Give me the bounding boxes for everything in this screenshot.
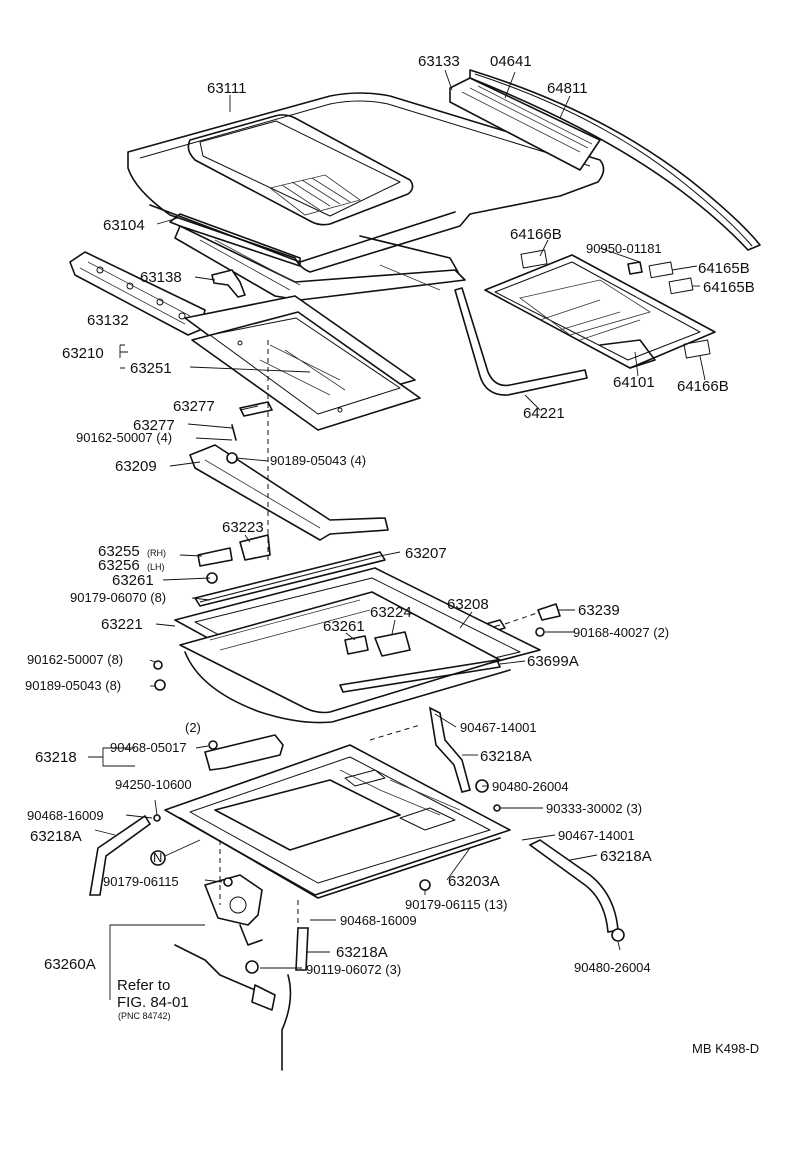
label-63251: 63251 — [130, 360, 172, 377]
label-64811: 64811 — [547, 80, 588, 97]
drive-motor — [174, 874, 276, 1011]
label-90468-16009-left: 90468-16009 — [27, 808, 104, 823]
label-04641: 04641 — [490, 53, 532, 70]
label-63223: 63223 — [222, 519, 264, 536]
label-90189-05043-4: 90189-05043 (4) — [270, 453, 366, 468]
label-90179-06115-13: 90179-06115 (13) — [405, 897, 507, 912]
label-63132: 63132 — [87, 312, 129, 329]
label-pnc-84742: (PNC 84742) — [118, 1011, 171, 1021]
label-qty-2: (2) — [185, 720, 201, 735]
label-64166B-top: 64166B — [510, 226, 562, 243]
label-90179-06115: 90179-06115 — [103, 874, 179, 889]
label-63277-2: 63277 — [133, 417, 175, 434]
label-90333-30002-3: 90333-30002 (3) — [546, 801, 642, 816]
label-94250-10600: 94250-10600 — [115, 777, 192, 792]
label-63261-2: 63261 — [323, 618, 365, 635]
label-90119-06072-3: 90119-06072 (3) — [306, 962, 401, 977]
drain-hoses — [89, 706, 619, 1071]
label-63221: 63221 — [101, 616, 143, 633]
label-fig-84-01: FIG. 84-01 — [117, 994, 189, 1011]
label-63218A-right: 63218A — [600, 848, 652, 865]
lower-housing — [164, 744, 511, 899]
sunroof-glass — [184, 295, 421, 431]
strip-63699A — [339, 659, 501, 693]
label-63133: 63133 — [418, 53, 460, 70]
housing-frame — [174, 567, 541, 724]
roof-panel — [127, 92, 605, 273]
assembly-lines — [219, 340, 541, 928]
label-63256: 63256 — [98, 557, 140, 574]
label-63218A-left: 63218A — [30, 828, 82, 845]
label-63207: 63207 — [405, 545, 447, 562]
note-N-circle — [150, 850, 166, 866]
fasteners — [150, 660, 625, 942]
label-90179-06070-8: 90179-06070 (8) — [70, 590, 166, 605]
label-63699A: 63699A — [527, 653, 579, 670]
label-90467-14001-right: 90467-14001 — [558, 828, 635, 843]
sunshade-panel — [484, 249, 716, 369]
bracket-63218 — [204, 734, 284, 771]
label-63111: 63111 — [207, 80, 247, 97]
hardware-brackets — [197, 534, 561, 657]
label-63239: 63239 — [578, 602, 620, 619]
label-90162-50007-8: 90162-50007 (8) — [27, 652, 123, 667]
diagram-code: MB K498-D — [692, 1041, 759, 1056]
label-63224: 63224 — [370, 604, 412, 621]
weatherstrip-64221 — [454, 287, 588, 396]
label-90480-26004-top: 90480-26004 — [492, 779, 569, 794]
label-64101: 64101 — [613, 374, 655, 391]
drip-channel — [169, 213, 466, 301]
label-64221: 64221 — [523, 405, 565, 422]
label-90168-40027-2: 90168-40027 (2) — [573, 625, 669, 640]
label-63256-lh: (LH) — [147, 562, 165, 572]
label-63277-1: 63277 — [173, 398, 215, 415]
label-63261-1: 63261 — [112, 572, 154, 589]
label-note-N: N — [153, 850, 162, 865]
label-63218A-top: 63218A — [480, 748, 532, 765]
label-63209: 63209 — [115, 458, 157, 475]
label-90162-50007-4: 90162-50007 (4) — [76, 430, 172, 445]
label-63203A: 63203A — [448, 873, 500, 890]
slide-link-assy — [189, 401, 389, 541]
label-64166B-bottom: 64166B — [677, 378, 729, 395]
label-90950-01181: 90950-01181 — [586, 241, 662, 256]
label-63218A-bottom: 63218A — [336, 944, 388, 961]
label-64165B-2: 64165B — [703, 279, 755, 296]
label-90468-05017: 90468-05017 — [110, 740, 187, 755]
label-64165B-1: 64165B — [698, 260, 750, 277]
label-63138: 63138 — [140, 269, 182, 286]
part-labels: 63111 63133 04641 64811 63104 64166B 909… — [25, 53, 759, 1056]
label-63104: 63104 — [103, 217, 145, 234]
label-90467-14001-top: 90467-14001 — [460, 720, 537, 735]
label-63208: 63208 — [447, 596, 489, 613]
rear-roof-trim — [449, 69, 761, 251]
leader-lines — [88, 69, 706, 1000]
clip-63138 — [211, 269, 246, 298]
label-90189-05043-8: 90189-05043 (8) — [25, 678, 121, 693]
label-63255-rh: (RH) — [147, 548, 166, 558]
label-90468-16009-bottom: 90468-16009 — [340, 913, 417, 928]
label-refer-to: Refer to — [117, 977, 170, 994]
label-63260A: 63260A — [44, 956, 96, 973]
label-63218: 63218 — [35, 749, 77, 766]
label-63210: 63210 — [62, 345, 104, 362]
label-63255: 63255 — [98, 543, 140, 560]
label-90480-26004-bottom: 90480-26004 — [574, 960, 651, 975]
